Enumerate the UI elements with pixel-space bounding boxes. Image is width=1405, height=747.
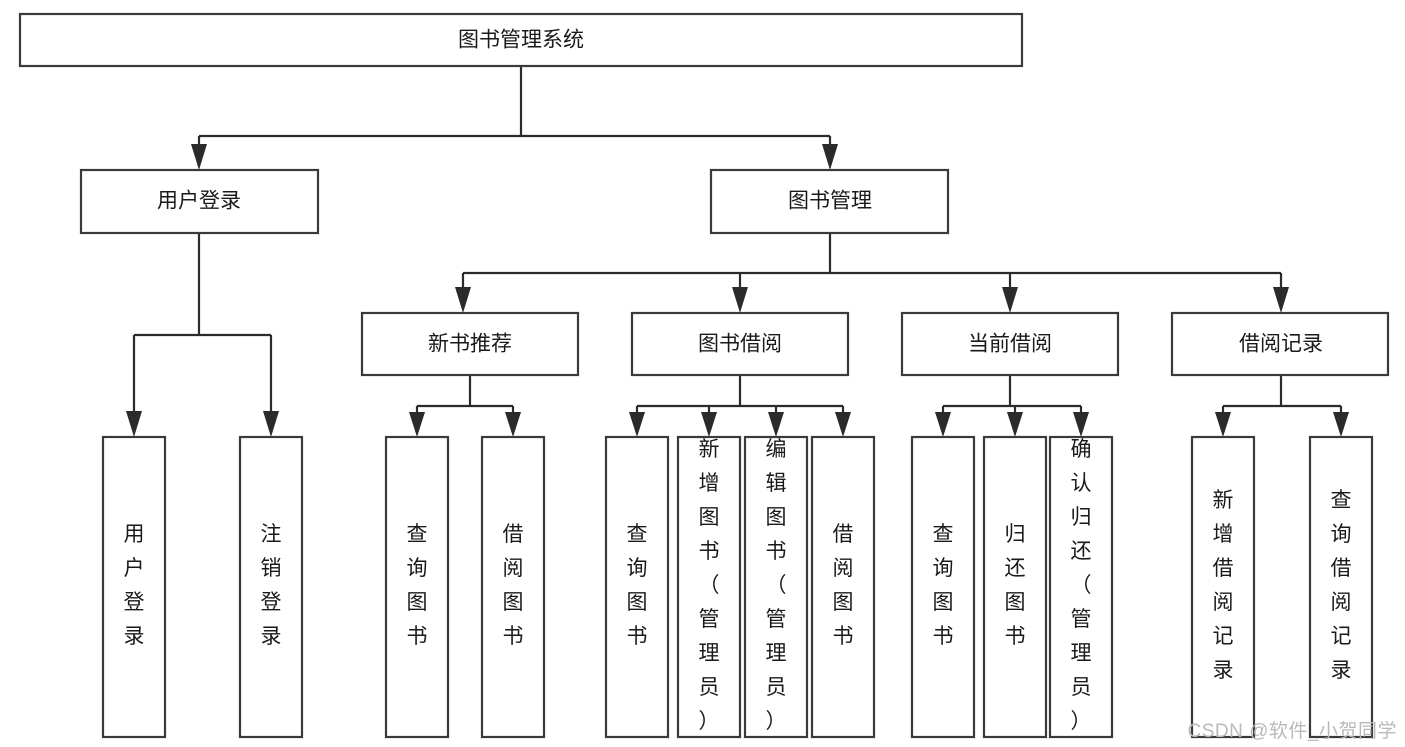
node-book-borrow[interactable]: 图书借阅 — [630, 311, 850, 377]
node-leaf-query-book-1[interactable]: 查询图书 — [384, 435, 450, 739]
node-leaf-return-book-label: 归还图书 — [1005, 523, 1026, 648]
node-book-management-label: 图书管理 — [788, 190, 872, 213]
node-borrow-record-label: 借阅记录 — [1239, 333, 1323, 356]
leaf-nodes-layer: 用户登录 注销登录 查询图书 借阅图书 查询图书 新增图书（管理员） — [101, 435, 1374, 739]
node-leaf-user-logout[interactable]: 注销登录 — [238, 435, 304, 739]
node-current-borrow[interactable]: 当前借阅 — [900, 311, 1120, 377]
node-root[interactable]: 图书管理系统 — [18, 12, 1024, 68]
node-leaf-add-borrow-record-label: 新增借阅记录 — [1213, 489, 1234, 682]
node-current-borrow-box[interactable] — [900, 311, 1120, 377]
node-leaf-borrow-book-2-box[interactable] — [810, 435, 876, 739]
node-leaf-query-book-2-box[interactable] — [604, 435, 670, 739]
node-leaf-query-borrow-record-label: 查询借阅记录 — [1331, 489, 1352, 682]
node-leaf-edit-book-box[interactable] — [743, 435, 809, 739]
node-leaf-confirm-return[interactable]: 确认归还（管理员） — [1048, 435, 1114, 739]
connector-layer — [126, 66, 1349, 437]
node-leaf-query-borrow-record-box[interactable] — [1308, 435, 1374, 739]
node-book-management-box[interactable] — [709, 168, 950, 235]
node-root-box[interactable] — [18, 12, 1024, 68]
node-book-management[interactable]: 图书管理 — [709, 168, 950, 235]
arrow-head-leaf-borrow-book-1 — [505, 412, 521, 437]
node-borrow-record[interactable]: 借阅记录 — [1170, 311, 1390, 377]
node-root-label: 图书管理系统 — [458, 29, 584, 52]
node-leaf-query-book-1-box[interactable] — [384, 435, 450, 739]
node-leaf-query-book-3[interactable]: 查询图书 — [910, 435, 976, 739]
arrow-head-book-borrow — [732, 287, 748, 313]
arrow-head-leaf-add-book — [701, 412, 717, 437]
node-leaf-confirm-return-box[interactable] — [1048, 435, 1114, 739]
node-leaf-query-book-2[interactable]: 查询图书 — [604, 435, 670, 739]
node-leaf-user-logout-label: 注销登录 — [261, 523, 282, 648]
node-leaf-borrow-book-1-box[interactable] — [480, 435, 546, 739]
node-leaf-user-login-label: 用户登录 — [124, 523, 145, 648]
node-leaf-return-book[interactable]: 归还图书 — [982, 435, 1048, 739]
arrow-head-leaf-user-logout — [263, 411, 279, 437]
arrow-head-new-book-recommend — [455, 287, 471, 313]
arrow-head-leaf-user-login — [126, 411, 142, 437]
node-user-login-box[interactable] — [79, 168, 320, 235]
node-leaf-borrow-book-2-label: 借阅图书 — [833, 523, 854, 648]
node-leaf-borrow-book-1-label: 借阅图书 — [503, 523, 524, 648]
arrow-head-leaf-query-borrow-record — [1333, 412, 1349, 437]
arrow-head-leaf-add-borrow-record — [1215, 412, 1231, 437]
arrow-head-leaf-query-book-1 — [409, 412, 425, 437]
node-leaf-edit-book[interactable]: 编辑图书（管理员） — [743, 435, 809, 739]
node-leaf-edit-book-label: 编辑图书（管理员） — [766, 438, 787, 733]
arrow-head-leaf-confirm-return — [1073, 412, 1089, 437]
node-current-borrow-label: 当前借阅 — [968, 333, 1052, 356]
csdn-watermark: CSDN @软件_小贺同学 — [1187, 721, 1397, 742]
node-leaf-borrow-book-2[interactable]: 借阅图书 — [810, 435, 876, 739]
node-leaf-add-borrow-record[interactable]: 新增借阅记录 — [1190, 435, 1256, 739]
node-user-login-label: 用户登录 — [157, 190, 241, 213]
node-leaf-add-book-box[interactable] — [676, 435, 742, 739]
node-leaf-user-login-box[interactable] — [101, 435, 167, 739]
node-new-book-recommend-box[interactable] — [360, 311, 580, 377]
arrow-head-leaf-borrow-book-2 — [835, 412, 851, 437]
node-leaf-query-book-2-label: 查询图书 — [627, 523, 648, 648]
arrow-head-current-borrow — [1002, 287, 1018, 313]
node-leaf-add-borrow-record-box[interactable] — [1190, 435, 1256, 739]
arrow-head-leaf-return-book — [1007, 412, 1023, 437]
node-leaf-query-book-3-label: 查询图书 — [933, 523, 954, 648]
node-leaf-return-book-box[interactable] — [982, 435, 1048, 739]
node-new-book-recommend-label: 新书推荐 — [428, 333, 512, 356]
arrow-head-leaf-edit-book — [768, 412, 784, 437]
arrow-head-leaf-query-book-3 — [935, 412, 951, 437]
node-leaf-query-book-1-label: 查询图书 — [407, 523, 428, 648]
node-leaf-user-login[interactable]: 用户登录 — [101, 435, 167, 739]
node-leaf-query-borrow-record[interactable]: 查询借阅记录 — [1308, 435, 1374, 739]
arrow-head-leaf-query-book-2 — [629, 412, 645, 437]
arrow-head-user-login — [191, 144, 207, 170]
node-borrow-record-box[interactable] — [1170, 311, 1390, 377]
node-book-borrow-box[interactable] — [630, 311, 850, 377]
node-book-borrow-label: 图书借阅 — [698, 333, 782, 356]
node-leaf-borrow-book-1[interactable]: 借阅图书 — [480, 435, 546, 739]
node-leaf-add-book-label: 新增图书（管理员） — [699, 438, 720, 733]
node-leaf-confirm-return-label: 确认归还（管理员） — [1071, 438, 1092, 733]
node-leaf-query-book-3-box[interactable] — [910, 435, 976, 739]
node-user-login[interactable]: 用户登录 — [79, 168, 320, 235]
arrow-head-borrow-record — [1273, 287, 1289, 313]
node-new-book-recommend[interactable]: 新书推荐 — [360, 311, 580, 377]
node-leaf-add-book[interactable]: 新增图书（管理员） — [676, 435, 742, 739]
node-leaf-user-logout-box[interactable] — [238, 435, 304, 739]
arrow-head-book-management — [822, 144, 838, 170]
